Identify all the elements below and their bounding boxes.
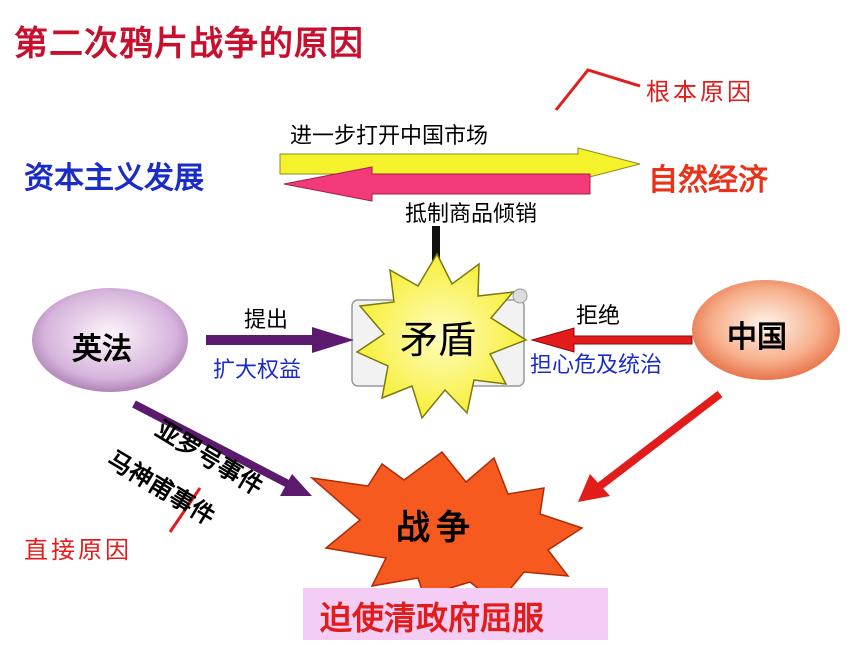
war-label: 战争 <box>396 508 476 548</box>
star-connector <box>432 226 440 272</box>
war-burst <box>309 450 584 606</box>
root-cause-label: 根本原因 <box>646 78 754 106</box>
root-cause-pointer <box>554 68 641 111</box>
left-topic: 资本主义发展 <box>24 161 204 196</box>
right-arrow-top-label: 拒绝 <box>576 304 621 329</box>
right-party-oval <box>692 280 840 380</box>
right-party-label: 中国 <box>727 320 787 355</box>
conflict-star <box>355 252 528 420</box>
event-arrow-head <box>280 474 312 496</box>
bottom-arrow-label: 抵制商品倾销 <box>405 202 538 227</box>
right-arrow-bottom-label: 担心危及统治 <box>530 353 663 378</box>
result-label: 迫使清政府屈服 <box>320 599 545 637</box>
left-arrow-bottom-label: 扩大权益 <box>213 358 302 383</box>
top-arrow-label: 进一步打开中国市场 <box>290 124 489 149</box>
left-party-oval <box>32 288 188 392</box>
result-box <box>303 588 608 640</box>
propose-arrow <box>206 327 354 353</box>
left-party-label: 英法 <box>72 332 132 367</box>
right-topic: 自然经济 <box>648 163 768 198</box>
pink-left-arrow <box>283 166 591 202</box>
refuse-arrow <box>530 327 693 353</box>
conflict-label: 矛盾 <box>400 318 477 362</box>
left-arrow-top-label: 提出 <box>244 308 289 333</box>
china-war-arrow-head <box>578 474 610 502</box>
page-title: 第二次鸦片战争的原因 <box>14 24 364 64</box>
direct-cause-pointer <box>168 487 202 533</box>
direct-cause-label: 直接原因 <box>24 536 132 564</box>
